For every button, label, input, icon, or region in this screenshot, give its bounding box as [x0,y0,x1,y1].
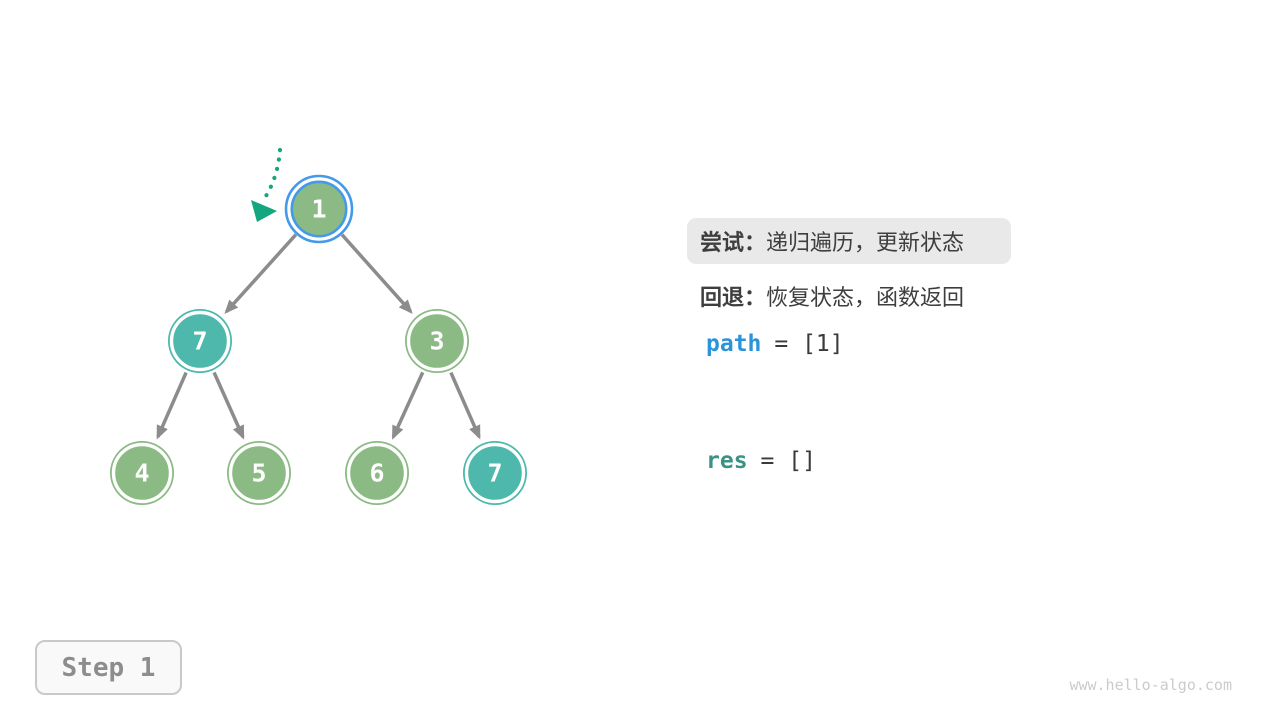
tree-node-label: 3 [429,327,444,356]
tree-node-1: 1 [284,174,354,244]
tree-node-4: 4 [110,441,174,505]
tree-node-5: 5 [227,441,291,505]
tree-edge [212,371,245,440]
path-variable-name: path [706,331,762,357]
res-variable-value: = [] [760,448,816,474]
tree-node-label: 6 [369,459,384,488]
watermark: www.hello-algo.com [1069,676,1232,694]
tree-edge [156,371,188,440]
backtrack-label: 回退： [700,285,767,310]
tree-edge [224,233,298,314]
backtrack-text: 恢复状态，函数返回 [766,285,965,310]
tree-node-7: 7 [168,309,232,373]
tree-edge [340,233,413,314]
try-label: 尝试： [700,230,767,255]
res-variable-line: res = [] [706,448,816,474]
path-variable-value: = [1] [774,331,844,357]
tree-node-3: 3 [405,309,469,373]
try-annotation: 尝试：递归遍历，更新状态 [687,218,1011,264]
tree-node-label: 1 [311,195,326,224]
tree-node-7: 7 [463,441,527,505]
tree-edge [391,371,425,440]
res-variable-name: res [706,448,748,474]
tree-node-6: 6 [345,441,409,505]
path-variable-line: path = [1] [706,331,844,357]
binary-tree-diagram: 1 7 3 4 5 6 7 [110,147,527,505]
current-pointer-dotted-line [263,147,283,199]
tree-node-label: 7 [487,459,502,488]
backtrack-annotation: 回退：恢复状态，函数返回 [700,280,964,312]
tree-edge [449,371,481,440]
tree-node-label: 4 [134,459,149,488]
tree-node-label: 7 [192,327,207,356]
step-badge-label: Step 1 [61,652,156,683]
current-pointer-arrowhead-icon [251,200,277,222]
step-badge: Step 1 [35,640,182,695]
try-text: 递归遍历，更新状态 [766,230,965,255]
tree-node-label: 5 [251,459,266,488]
